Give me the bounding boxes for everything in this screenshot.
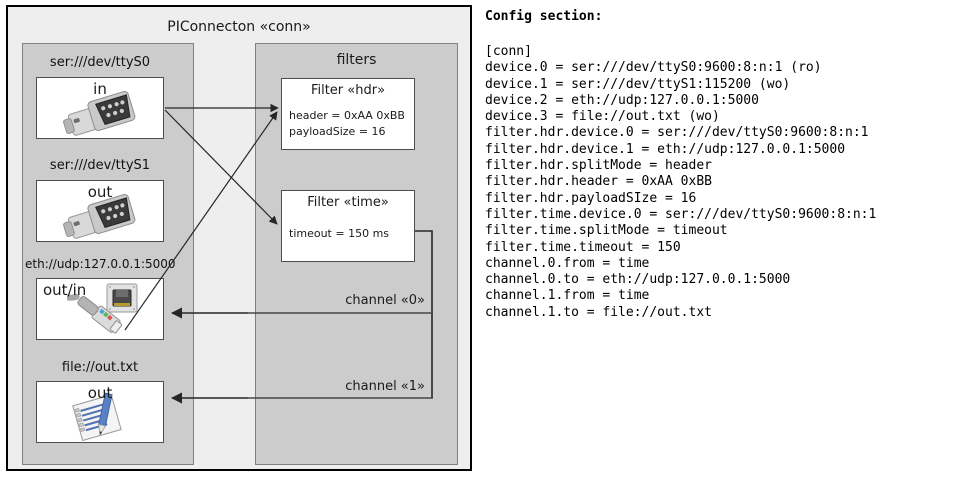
config-heading: Config section:	[485, 9, 603, 24]
filter-attr-hdr-payloadsize: payloadSize = 16	[289, 125, 386, 138]
config-line: filter.hdr.device.0 = ser:///dev/ttyS0:9…	[485, 125, 869, 141]
channel-label-1: channel «1»	[345, 379, 425, 394]
config-line: device.2 = eth://udp:127.0.0.1:5000	[485, 92, 759, 108]
filter-box-time[interactable]: Filter «time» timeout = 150 ms	[281, 190, 415, 262]
channel-label-0: channel «0»	[345, 293, 425, 308]
filter-title-hdr: Filter «hdr»	[310, 83, 386, 98]
device-label-file: file://out.txt	[61, 360, 139, 375]
serial-db9-icon	[63, 91, 136, 136]
config-line: filter.hdr.header = 0xAA 0xBB	[485, 174, 712, 190]
config-line: channel.0.from = time	[485, 255, 650, 271]
diagram-title: PIConnecton «conn»	[167, 19, 311, 35]
config-line: device.0 = ser:///dev/ttyS0:9600:8:n:1 (…	[485, 60, 822, 76]
config-line: filter.time.splitMode = timeout	[485, 223, 728, 239]
ethernet-jack-icon	[67, 283, 138, 334]
config-lines: [conn]device.0 = ser:///dev/ttyS0:9600:8…	[485, 44, 876, 321]
config-line: filter.hdr.device.1 = eth://udp:127.0.0.…	[485, 141, 846, 157]
device-box-ttys0[interactable]: in	[36, 77, 164, 139]
text-document-pen-icon	[72, 392, 122, 442]
config-line: filter.hdr.payloadSIze = 16	[485, 190, 697, 206]
serial-db9-icon	[63, 194, 136, 239]
config-line: channel.1.from = time	[485, 288, 650, 304]
config-line: device.3 = file://out.txt (wo)	[485, 109, 720, 125]
device-label-ttys0: ser:///dev/ttyS0	[49, 55, 151, 70]
filters-panel-title: filters	[336, 52, 377, 68]
filter-attr-time-timeout: timeout = 150 ms	[289, 227, 390, 240]
config-pane: Config section: [conn]device.0 = ser:///…	[480, 0, 964, 484]
config-line: device.1 = ser:///dev/ttyS1:115200 (wo)	[485, 76, 791, 92]
device-box-ttys1[interactable]: out	[36, 180, 164, 242]
device-label-ttys1: ser:///dev/ttyS1	[49, 158, 151, 173]
filter-attr-hdr-header: header = 0xAA 0xBB	[289, 109, 405, 122]
config-line: channel.1.to = file://out.txt	[485, 304, 712, 320]
config-line: filter.hdr.splitMode = header	[485, 158, 712, 174]
config-line: channel.0.to = eth://udp:127.0.0.1:5000	[485, 272, 791, 288]
config-line: filter.time.timeout = 150	[485, 239, 681, 255]
device-label-eth: eth://udp:127.0.0.1:5000	[25, 257, 176, 271]
device-box-eth[interactable]: out/in	[36, 278, 164, 340]
device-box-file[interactable]: out	[36, 381, 164, 443]
config-line: [conn]	[485, 44, 532, 59]
filter-title-time: Filter «time»	[307, 195, 389, 210]
filter-box-hdr[interactable]: Filter «hdr» header = 0xAA 0xBB payloadS…	[281, 78, 415, 150]
config-line: filter.time.device.0 = ser:///dev/ttyS0:…	[485, 206, 877, 222]
